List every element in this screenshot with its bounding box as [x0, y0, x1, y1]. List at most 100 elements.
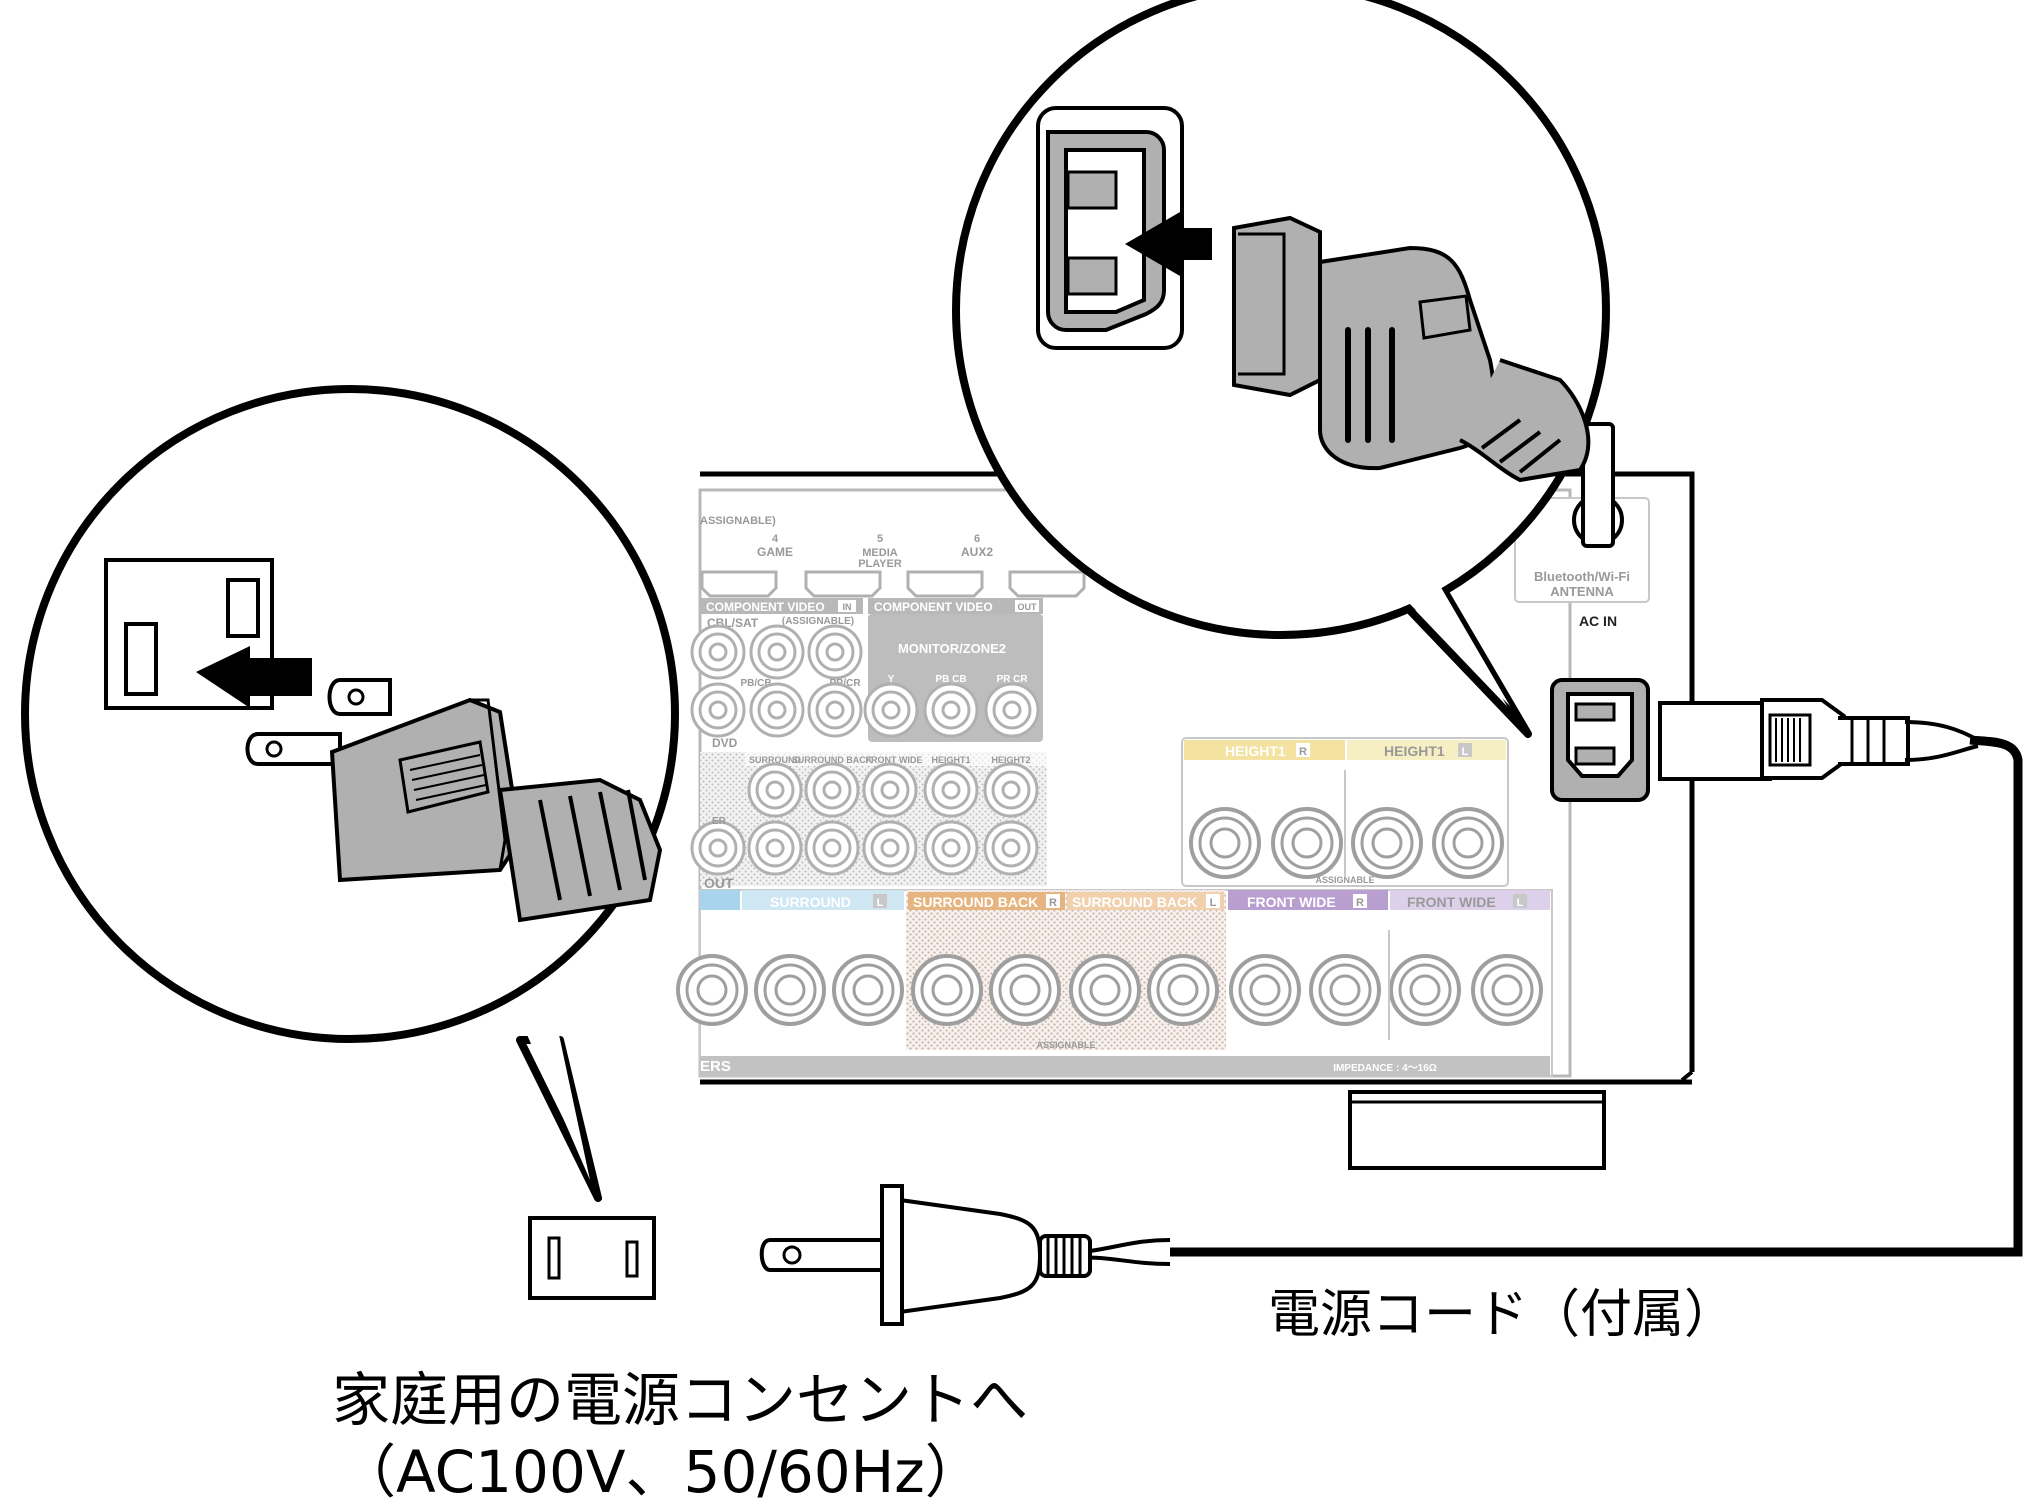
surround-r-band — [700, 890, 740, 910]
speaker-terminal — [1147, 954, 1219, 1026]
power-cord-caption: 電源コード（付属） — [1268, 1285, 1736, 1345]
surround-l-label: SURROUND — [770, 894, 851, 910]
speaker-terminal — [1309, 954, 1381, 1026]
preout-side-label: ER — [712, 816, 727, 827]
preout-jack — [923, 762, 979, 818]
speaker-terminal — [1432, 807, 1504, 879]
assignable-label: ASSIGNABLE — [1315, 875, 1374, 885]
preout-jack — [804, 820, 860, 876]
power-cord — [759, 698, 2023, 1326]
preout-jack — [862, 762, 918, 818]
bluetooth-wifi-label: Bluetooth/Wi-Fi — [1534, 569, 1630, 584]
hdmi-port — [906, 570, 984, 598]
speakers-label: ERS — [700, 1058, 731, 1075]
preout-jack — [747, 762, 803, 818]
component-in-jack — [749, 624, 805, 680]
assignable-label: ASSIGNABLE — [1036, 1040, 1095, 1050]
speaker-terminal — [1229, 954, 1301, 1026]
outlet-caption-line1: 家庭用の電源コンセントへ — [332, 1366, 1028, 1434]
preout-jack — [690, 820, 746, 876]
insert-arrow-icon — [196, 646, 312, 708]
preout-label: HEIGHT2 — [991, 755, 1030, 765]
channel-r-tag: R — [1049, 897, 1057, 909]
dvd-label: DVD — [712, 736, 738, 750]
iec-plug-zoom-bubble — [952, 0, 1610, 738]
insert-arrow-icon — [1125, 212, 1212, 276]
component-video-in-label: COMPONENT VIDEO — [706, 600, 825, 614]
speaker-terminal — [754, 954, 826, 1026]
channel-r-tag: R — [1356, 897, 1364, 909]
surround-back-r-label: SURROUND BACK — [913, 894, 1038, 910]
channel-l-tag: L — [1462, 746, 1469, 758]
height1-r-label: HEIGHT1 — [1225, 743, 1286, 759]
component-in-tag: IN — [843, 602, 852, 612]
hdmi-input-number: 5 — [877, 533, 883, 545]
channel-l-tag: L — [1517, 897, 1524, 909]
height1-l-label: HEIGHT1 — [1384, 743, 1445, 759]
hdmi-port — [1008, 570, 1086, 598]
component-video-out-label: COMPONENT VIDEO — [874, 600, 993, 614]
surround-back-l-label: SURROUND BACK — [1072, 894, 1197, 910]
assignable-header-label: ASSIGNABLE) — [700, 515, 776, 527]
component-out-jack — [863, 682, 919, 738]
speaker-terminal — [1271, 807, 1343, 879]
preout-label: HEIGHT1 — [931, 755, 970, 765]
component-in-jack — [807, 682, 863, 738]
channel-l-tag: L — [877, 897, 884, 909]
front-wide-l-band — [1390, 890, 1550, 910]
outlet-caption-line2: （AC100V、50/60Hz） — [338, 1438, 983, 1499]
preout-jack — [804, 762, 860, 818]
pr-cr-label: PR CR — [996, 674, 1028, 685]
preout-jack — [923, 820, 979, 876]
speaker-terminal — [1069, 954, 1141, 1026]
preout-label: SURROUND — [749, 755, 802, 765]
hdmi-input-number: 4 — [772, 533, 779, 545]
component-assignable-label: (ASSIGNABLE) — [782, 616, 854, 627]
receiver-foot — [1348, 1090, 1606, 1170]
component-in-jack — [690, 624, 746, 680]
monitor-zone2-label: MONITOR/ZONE2 — [898, 641, 1006, 656]
impedance-label: IMPEDANCE : 4～16Ω — [1333, 1063, 1437, 1074]
speaker-terminal — [989, 954, 1061, 1026]
front-wide-r-label: FRONT WIDE — [1247, 894, 1336, 910]
speaker-terminal — [1471, 954, 1543, 1026]
wall-outlet[interactable] — [528, 1216, 656, 1300]
preout-jack — [983, 820, 1039, 876]
channel-r-tag: R — [1299, 746, 1307, 758]
component-in-jack — [690, 682, 746, 738]
surround-l-band — [742, 890, 904, 910]
y-label: Y — [888, 674, 895, 685]
component-out-jack — [923, 682, 979, 738]
hdmi-port — [700, 570, 778, 598]
preout-jack — [862, 820, 918, 876]
front-wide-l-label: FRONT WIDE — [1407, 894, 1496, 910]
component-in-jack — [749, 682, 805, 738]
antenna-label: ANTENNA — [1550, 584, 1614, 599]
surround-back-r-band — [908, 892, 1065, 910]
pr-cr-in-label: PR/CR — [829, 678, 861, 689]
hdmi-port — [804, 570, 882, 598]
speaker-terminal — [832, 954, 904, 1026]
preout-label: SURROUND BACK — [792, 755, 873, 765]
hdmi-input-aux2-label: AUX2 — [961, 545, 993, 559]
hdmi-input-player-label: PLAYER — [858, 558, 902, 570]
antenna-rod — [1581, 422, 1615, 548]
hdmi-input-media-label: MEDIA — [862, 547, 898, 559]
channel-l-tag: L — [1210, 897, 1217, 909]
preout-jack — [983, 762, 1039, 818]
preout-jack — [747, 820, 803, 876]
speaker-terminal — [911, 954, 983, 1026]
hdmi-input-number: 6 — [974, 533, 980, 545]
component-out-tag: OUT — [1018, 602, 1038, 612]
speaker-terminal — [1389, 954, 1461, 1026]
pb-cb-label: PB CB — [935, 674, 966, 685]
speaker-terminal — [1189, 807, 1261, 879]
speaker-terminal — [1351, 807, 1423, 879]
wall-plug-zoom-bubble — [21, 385, 679, 1202]
ac-in-label: AC IN — [1579, 613, 1617, 629]
front-wide-r-band — [1228, 890, 1388, 910]
preout-label: FRONT WIDE — [866, 755, 923, 765]
surround-back-l-band — [1067, 892, 1224, 910]
component-out-jack — [984, 682, 1040, 738]
